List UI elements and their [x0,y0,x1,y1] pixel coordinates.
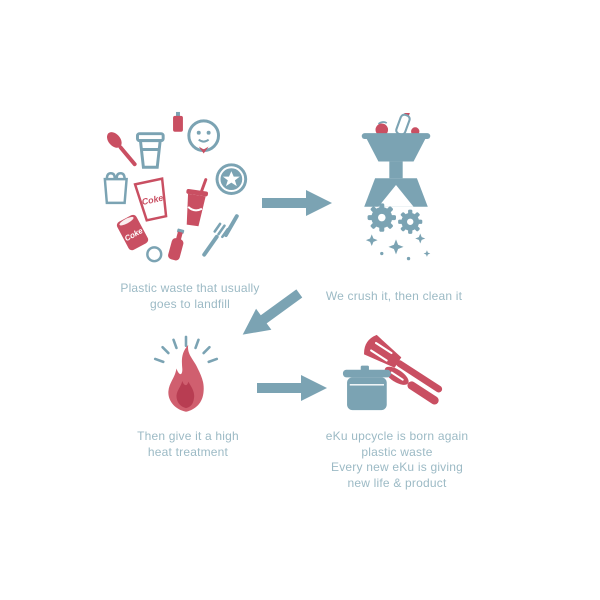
spoon-icon [107,132,137,167]
coke-cup-icon: Coke [133,177,168,222]
soda-cup-icon [186,178,209,227]
hopper [361,133,431,179]
step4-caption: eKu upcycle is born again plastic waste … [325,429,469,490]
crusher-machine-illustration [361,113,431,261]
coke-can-icon: Coke [116,214,149,251]
peeler-icon [384,366,439,405]
bottle-icon [395,113,411,136]
arrow-step1-to-step2-icon [262,190,332,216]
arrow-step2-to-step3-icon [242,289,303,335]
arrow-step3-to-step4-icon [257,375,327,401]
fastfood-mascot-icon [187,119,220,154]
container-icon [342,365,391,411]
flame-illustration [153,335,219,412]
press-claw [364,178,428,207]
step1-caption: Plastic waste that usually goes to landf… [120,281,260,311]
step2-caption: We crush it, then clean it [325,289,463,303]
strawberry-icon [375,121,389,137]
spatula-icon [364,334,443,393]
gear-icon [398,209,423,234]
sparkles-icon [365,233,431,261]
heat-rays-icon [153,335,219,364]
flame-icon [168,345,204,412]
coke-cup-label: Coke [141,193,164,207]
red-bottle-icon [168,228,185,261]
ketchup-bottle-icon [173,111,183,132]
plastic-bag-icon [103,171,128,205]
ring-logo-icon [146,246,163,263]
fork-icon [202,222,229,257]
step3-caption: Then give it a high heat treatment [137,429,239,459]
plastic-waste-collage-illustration: Coke Coke [103,111,248,263]
straw-icon [223,214,239,237]
coffee-cup-icon [135,132,165,169]
upcycled-products-illustration [342,334,443,411]
gear-icon [367,203,396,232]
coffee-brand-logo-icon [215,163,248,195]
